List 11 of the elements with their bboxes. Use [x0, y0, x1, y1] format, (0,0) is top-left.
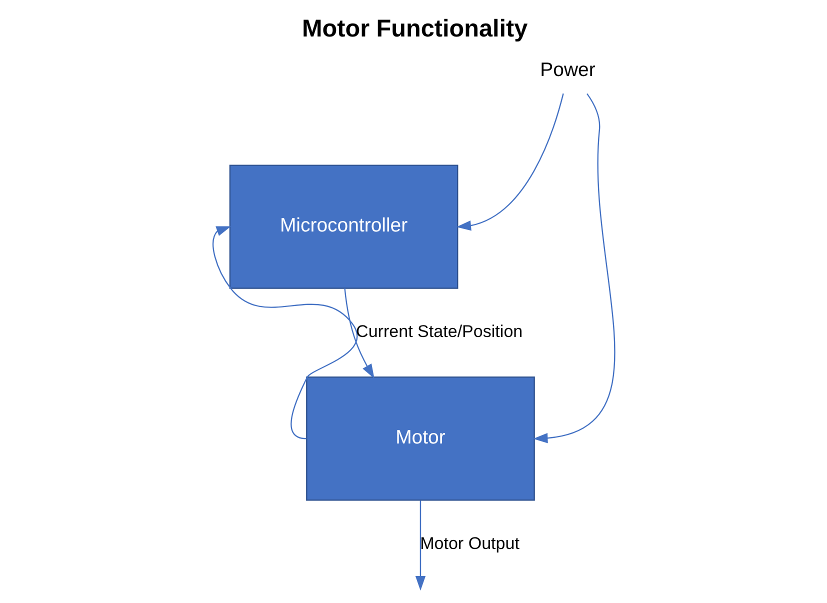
node-text: Power [540, 59, 595, 82]
arrow [212, 226, 358, 440]
arrow [456, 93, 564, 231]
diagram-title: Motor Functionality [301, 15, 528, 42]
node-box: Microcontroller [228, 164, 458, 289]
node-box: Motor [306, 376, 534, 501]
edge-label: Current State/Position [356, 322, 522, 342]
arrow [532, 93, 615, 444]
edge-label: Motor Output [420, 534, 519, 554]
arrow [414, 500, 426, 591]
arrow [344, 288, 374, 379]
